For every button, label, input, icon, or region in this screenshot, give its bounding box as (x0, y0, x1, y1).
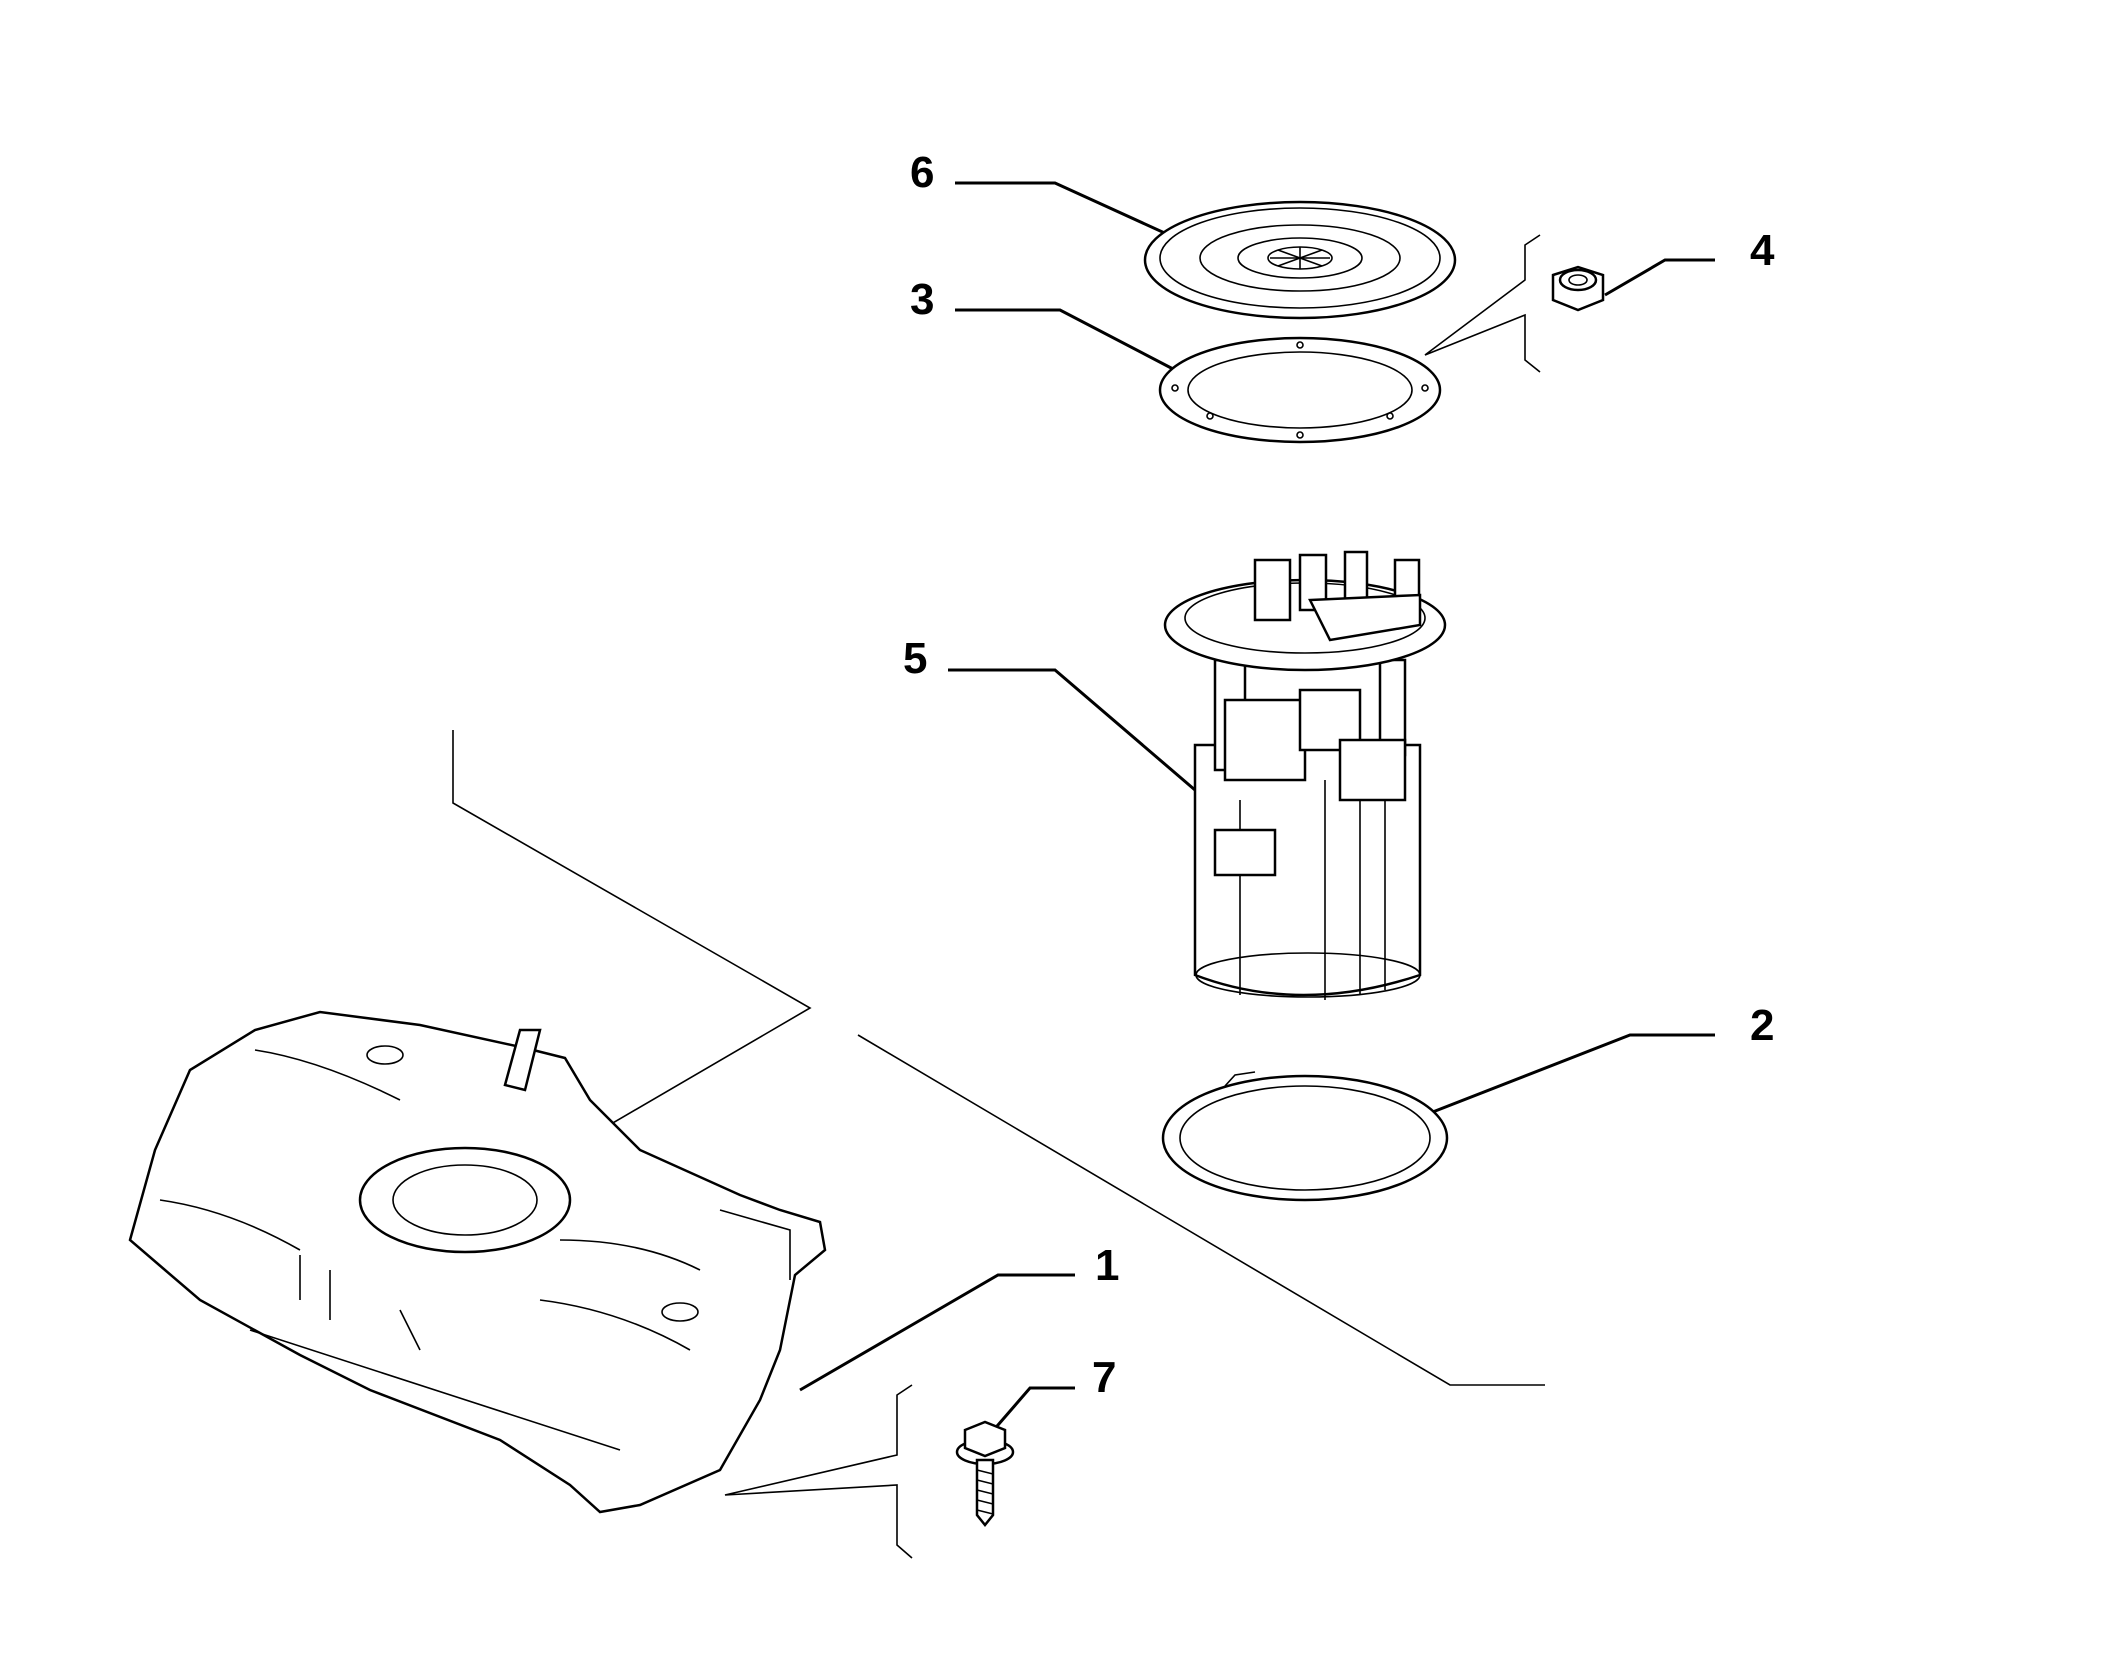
leader-lines (452, 181, 1715, 1559)
leader-line-1 (799, 1273, 1075, 1392)
callout-5: 5 (903, 634, 927, 683)
part-1-fuel-tank (128, 1010, 827, 1514)
part-3-flange-ring (1158, 336, 1442, 444)
leader-line-5 (948, 668, 1196, 792)
part-6-cover-plate (1143, 200, 1457, 320)
assembly-line-a (452, 730, 812, 1216)
callout-1: 1 (1095, 1241, 1119, 1290)
bracket-4 (1424, 234, 1541, 373)
leader-line-3 (955, 308, 1176, 372)
leader-line-4 (1604, 258, 1715, 297)
callout-4: 4 (1750, 226, 1775, 275)
callout-7: 7 (1092, 1353, 1116, 1402)
part-5-fuel-pump-module (1163, 550, 1447, 1000)
leader-line-7 (983, 1386, 1075, 1441)
part-4-nut (1551, 265, 1605, 312)
callout-2: 2 (1750, 1001, 1774, 1050)
callout-6: 6 (910, 148, 934, 197)
leader-line-2 (1424, 1033, 1715, 1117)
assembly-line-b (857, 1034, 1545, 1386)
callout-labels: 6 3 4 5 2 1 7 (903, 148, 1775, 1402)
part-2-seal-ring (1161, 1071, 1449, 1202)
callout-3: 3 (910, 275, 934, 324)
bracket-7 (724, 1384, 913, 1559)
leader-line-6 (955, 181, 1181, 242)
part-7-flange-bolt (955, 1420, 1015, 1528)
